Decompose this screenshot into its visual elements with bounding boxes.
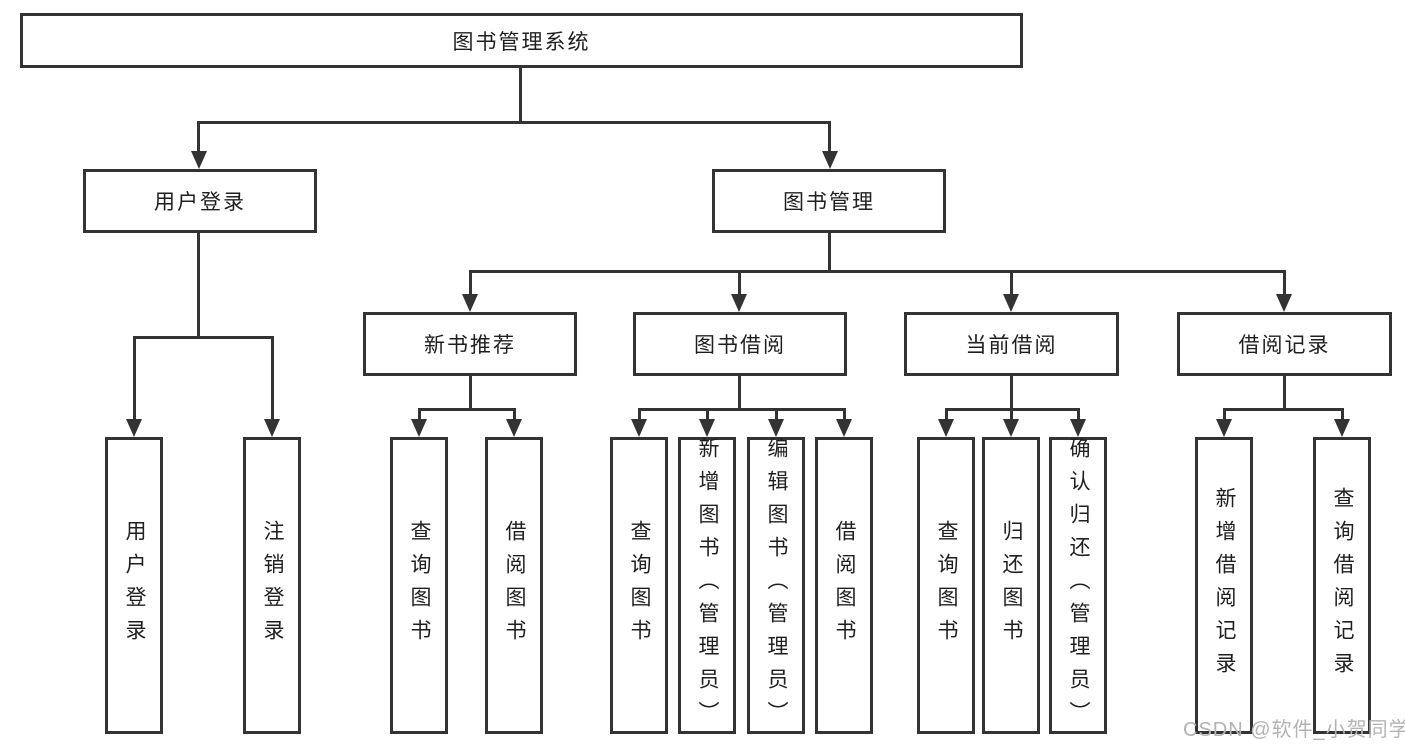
node-label: 图书借阅 xyxy=(694,334,786,357)
connector-line xyxy=(945,408,948,421)
leaf-user-login: 用户登录 xyxy=(105,437,163,734)
connector-line xyxy=(418,408,421,421)
connector-line xyxy=(828,121,831,153)
leaf-label: 新增借阅记录 xyxy=(1213,486,1236,685)
leaf-query-books-borrow: 查询图书 xyxy=(610,437,668,734)
connector-line xyxy=(638,408,641,421)
leaf-add-borrow-record: 新增借阅记录 xyxy=(1195,437,1253,734)
connector-line xyxy=(271,336,274,421)
leaf-borrow-books-recommend: 借阅图书 xyxy=(485,437,543,734)
leaf-label: 查询图书 xyxy=(408,519,431,652)
connector-line xyxy=(133,336,274,339)
leaf-query-books-current: 查询图书 xyxy=(917,437,975,734)
connector-line xyxy=(1010,408,1013,421)
connector-line xyxy=(738,376,741,408)
connector-line xyxy=(197,233,200,336)
connector-line xyxy=(638,408,846,411)
connector-line xyxy=(1283,376,1286,408)
leaf-add-book-admin: 新增图书（管理员） xyxy=(678,437,736,734)
connector-line xyxy=(843,408,846,421)
connector-line xyxy=(1223,408,1344,411)
arrow-down-icon xyxy=(411,419,427,437)
arrow-down-icon xyxy=(462,294,478,312)
arrow-down-icon xyxy=(631,419,647,437)
leaf-query-books-recommend: 查询图书 xyxy=(390,437,448,734)
node-book-borrowing: 图书借阅 xyxy=(633,312,847,376)
connector-line xyxy=(1283,270,1286,296)
leaf-label: 查询借阅记录 xyxy=(1331,486,1354,685)
leaf-label: 注销登录 xyxy=(261,519,284,652)
connector-line xyxy=(469,376,472,408)
connector-line xyxy=(418,408,516,411)
connector-line xyxy=(133,336,136,421)
leaf-logout: 注销登录 xyxy=(243,437,301,734)
arrow-down-icon xyxy=(506,419,522,437)
arrow-down-icon xyxy=(768,419,784,437)
leaf-label: 新增图书（管理员） xyxy=(696,437,719,734)
leaf-label: 归还图书 xyxy=(1000,519,1023,652)
node-new-book-recommend: 新书推荐 xyxy=(363,312,577,376)
connector-line xyxy=(197,121,200,153)
node-borrowing-records: 借阅记录 xyxy=(1177,312,1392,376)
leaf-edit-book-admin: 编辑图书（管理员） xyxy=(747,437,805,734)
node-current-borrowing: 当前借阅 xyxy=(904,312,1119,376)
connector-line xyxy=(706,408,709,421)
node-label: 新书推荐 xyxy=(424,334,516,357)
leaf-label: 用户登录 xyxy=(123,519,146,652)
arrow-down-icon xyxy=(126,419,142,437)
node-root-system: 图书管理系统 xyxy=(20,13,1023,68)
connector-line xyxy=(775,408,778,421)
connector-line xyxy=(519,68,522,121)
node-label: 图书管理 xyxy=(783,191,875,214)
leaf-label: 借阅图书 xyxy=(833,519,856,652)
node-label: 用户登录 xyxy=(154,191,246,214)
connector-line xyxy=(828,233,831,270)
arrow-down-icon xyxy=(699,419,715,437)
csdn-watermark: CSDN @软件_小贺同学 xyxy=(1183,719,1405,741)
arrow-down-icon xyxy=(191,151,207,169)
leaf-label: 查询图书 xyxy=(628,519,651,652)
connector-line xyxy=(1010,270,1013,296)
node-label: 借阅记录 xyxy=(1238,334,1331,357)
arrow-down-icon xyxy=(1003,419,1019,437)
arrow-down-icon xyxy=(1334,419,1350,437)
arrow-down-icon xyxy=(938,419,954,437)
connector-line xyxy=(469,270,472,296)
connector-line xyxy=(738,270,741,296)
node-label: 当前借阅 xyxy=(965,334,1058,357)
leaf-confirm-return-admin: 确认归还（管理员） xyxy=(1049,437,1107,734)
arrow-down-icon xyxy=(1216,419,1232,437)
connector-line xyxy=(1223,408,1226,421)
arrow-down-icon xyxy=(822,151,838,169)
leaf-return-book: 归还图书 xyxy=(982,437,1040,734)
connector-line xyxy=(513,408,516,421)
node-user-login-branch: 用户登录 xyxy=(83,169,317,233)
leaf-query-borrow-record: 查询借阅记录 xyxy=(1313,437,1371,734)
leaf-label: 确认归还（管理员） xyxy=(1067,437,1090,734)
connector-line xyxy=(1010,376,1013,408)
connector-line xyxy=(198,121,831,124)
arrow-down-icon xyxy=(1276,294,1292,312)
arrow-down-icon xyxy=(264,419,280,437)
arrow-down-icon xyxy=(1070,419,1086,437)
node-book-management-branch: 图书管理 xyxy=(712,169,946,233)
arrow-down-icon xyxy=(1003,294,1019,312)
connector-line xyxy=(1077,408,1080,421)
connector-line xyxy=(469,270,1286,273)
node-root-label: 图书管理系统 xyxy=(452,30,591,54)
arrow-down-icon xyxy=(836,419,852,437)
leaf-label: 编辑图书（管理员） xyxy=(765,437,788,734)
leaf-label: 借阅图书 xyxy=(503,519,526,652)
connector-line xyxy=(1341,408,1344,421)
arrow-down-icon xyxy=(731,294,747,312)
leaf-borrow-books: 借阅图书 xyxy=(815,437,873,734)
leaf-label: 查询图书 xyxy=(935,519,958,652)
